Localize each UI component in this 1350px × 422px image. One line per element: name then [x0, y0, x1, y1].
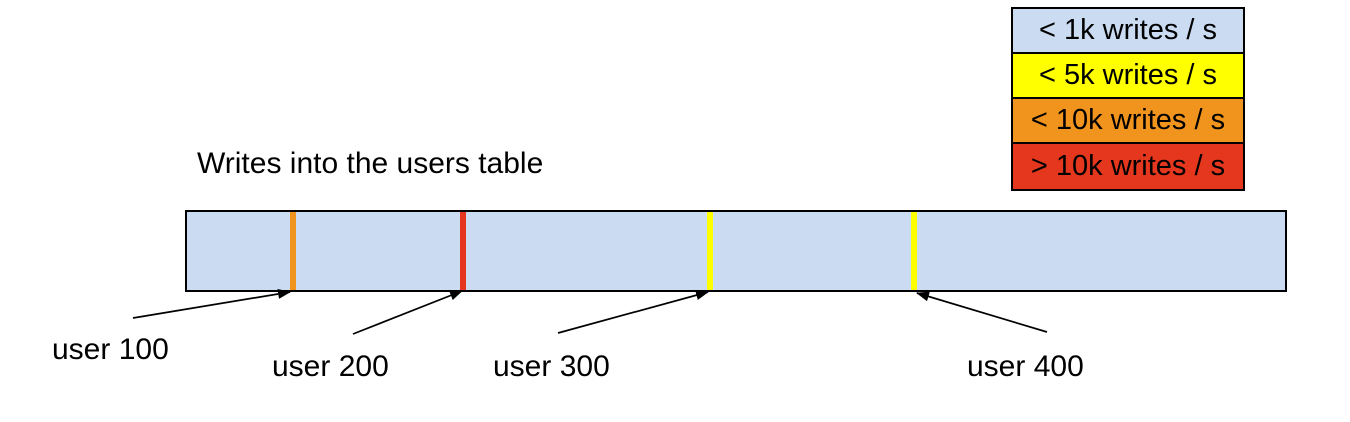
legend-item-gt-10k: > 10k writes / s [1013, 144, 1243, 189]
label-user-400: user 400 [967, 350, 1084, 383]
legend-item-label: > 10k writes / s [1030, 150, 1226, 182]
users-table-bar [185, 210, 1287, 292]
arrow-user-400 [916, 291, 1048, 333]
legend-item-lt-10k: < 10k writes / s [1013, 99, 1243, 144]
arrow-user-300 [557, 290, 709, 334]
legend-item-label: < 5k writes / s [1038, 59, 1218, 91]
label-user-300: user 300 [493, 350, 610, 383]
marker-user-100 [290, 212, 296, 290]
marker-user-200 [460, 212, 466, 290]
marker-user-400 [911, 212, 917, 290]
legend: < 1k writes / s < 5k writes / s < 10k wr… [1011, 7, 1245, 191]
arrow-user-100 [132, 289, 291, 319]
marker-user-300 [707, 212, 713, 290]
legend-item-lt-1k: < 1k writes / s [1013, 9, 1243, 54]
label-user-100: user 100 [52, 333, 169, 366]
legend-item-lt-5k: < 5k writes / s [1013, 54, 1243, 99]
legend-item-label: < 1k writes / s [1038, 14, 1218, 46]
legend-item-label: < 10k writes / s [1030, 104, 1226, 136]
diagram-title: Writes into the users table [197, 147, 544, 180]
arrow-user-200 [352, 290, 463, 335]
label-user-200: user 200 [272, 350, 389, 383]
